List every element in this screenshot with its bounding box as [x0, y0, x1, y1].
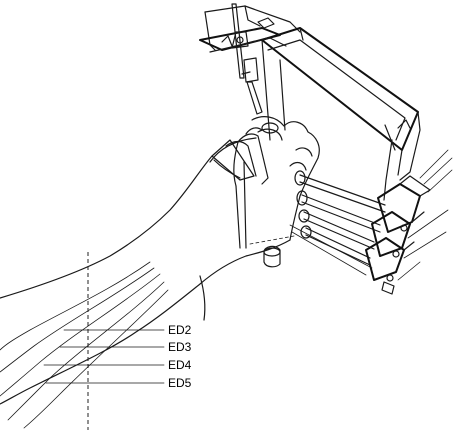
label-ed2: ED2 — [168, 323, 192, 337]
label-ed3: ED3 — [168, 340, 192, 354]
vertical-rod — [231, 3, 263, 115]
forearm — [0, 155, 295, 405]
label-ed5: ED5 — [168, 376, 192, 390]
label-ed4: ED4 — [168, 358, 192, 372]
device-frame — [204, 5, 421, 201]
wrist-band — [211, 139, 255, 181]
hand — [209, 116, 320, 241]
top-clamp — [199, 17, 287, 53]
sensor-blocks — [365, 149, 453, 295]
labels: ED2 ED3 ED4 ED5 — [168, 323, 192, 390]
tendon-lines — [0, 261, 169, 429]
leader-lines — [43, 329, 165, 384]
